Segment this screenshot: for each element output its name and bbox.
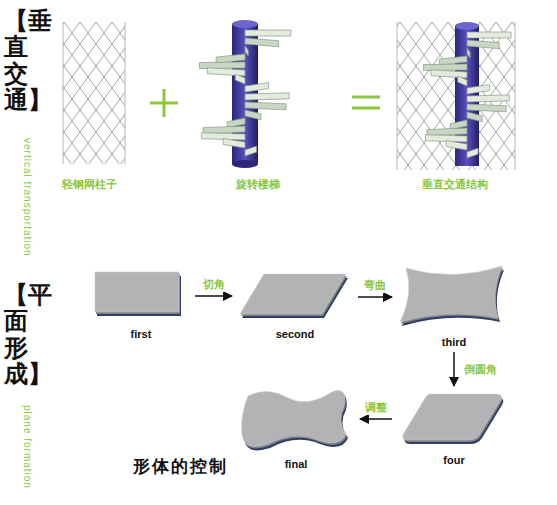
plate-label: first: [93, 328, 189, 340]
edge-label: 倒圆角: [462, 362, 499, 377]
spiral-stair: [199, 20, 291, 168]
note-title: 形体的控制: [133, 455, 228, 478]
edge-label: 调整: [363, 400, 389, 415]
part-label: plane formation: [22, 405, 33, 489]
plate-label: third: [398, 336, 510, 348]
plate-shape: four: [398, 390, 510, 466]
plate-shape: final: [238, 386, 354, 470]
plate-label: four: [398, 454, 510, 466]
section-title: 【垂直交通】: [4, 8, 28, 114]
plate-outline: [238, 272, 352, 322]
plate-label: final: [238, 458, 354, 470]
plate-shape: second: [238, 272, 352, 340]
combined-structure: [397, 22, 515, 170]
flow-arrow: [195, 295, 232, 297]
edge-label: 弯曲: [362, 278, 388, 293]
section-title: 【平面形成】: [4, 282, 28, 388]
edge-label: 切角: [201, 277, 227, 292]
part-label: 垂直交通结构: [422, 177, 488, 192]
plate-outline: [238, 386, 354, 452]
lattice-column: [63, 22, 125, 164]
part-label: vertical transportation: [22, 138, 33, 257]
plate-outline: [93, 268, 189, 322]
equals-sign: [352, 97, 380, 108]
plate-label: second: [238, 328, 352, 340]
plate-shape: first: [93, 268, 189, 340]
part-label: 旋转楼梯: [236, 177, 280, 192]
plate-outline: [398, 264, 510, 330]
plate-outline: [398, 390, 510, 448]
plate-shape: third: [398, 264, 510, 348]
part-label: 轻钢网柱子: [62, 177, 117, 192]
flow-arrow: [360, 418, 392, 420]
flow-arrow: [453, 352, 455, 386]
plus-sign: [150, 89, 178, 117]
flow-arrow: [358, 296, 392, 298]
